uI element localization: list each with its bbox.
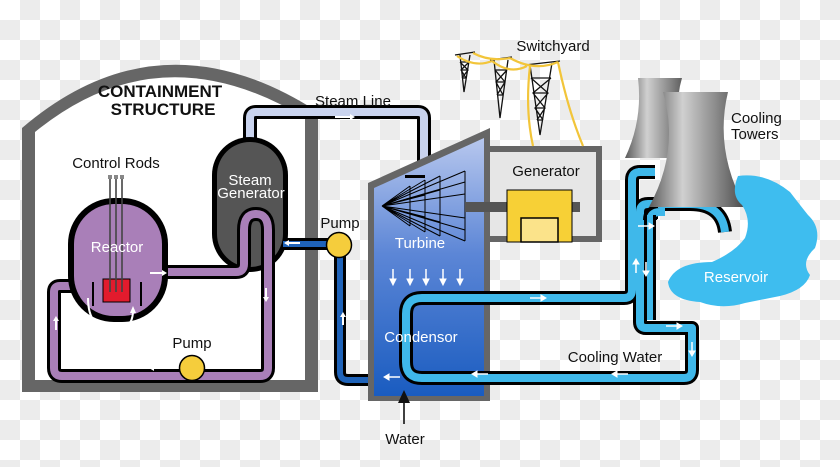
reservoir-label: Reservoir (704, 269, 768, 286)
switchyard-label: Switchyard (516, 38, 589, 55)
cooling-flow-arrows (383, 222, 696, 381)
cooling-towers-label-line1: Cooling (731, 110, 782, 127)
primary-pump-label: Pump (172, 335, 211, 352)
containment-label-line1: CONTAINMENT (98, 82, 223, 101)
feedwater-pipe (283, 238, 385, 386)
feedwater-pump-icon (325, 231, 353, 259)
condensor-label: Condensor (384, 329, 457, 346)
turbine-label: Turbine (395, 235, 445, 252)
steam-generator-label-line2: Generator (217, 185, 285, 202)
cooling-water-label: Cooling Water (568, 349, 662, 366)
flow-arrow-icon (350, 114, 355, 120)
water-inlet-arrow-icon (398, 390, 410, 424)
generator-housing (465, 146, 602, 243)
steam-line-label: Steam Line (315, 93, 391, 110)
power-lines (456, 52, 585, 147)
cooling-water-pipe (399, 165, 732, 385)
turbine-building (368, 128, 490, 401)
cooling-tower-front (649, 92, 745, 207)
water-label: Water (385, 431, 424, 448)
steam-generator-label-line1: Steam (228, 172, 271, 189)
containment-label-line2: STRUCTURE (111, 100, 216, 119)
condensation-arrows (389, 269, 464, 287)
primary-pump-icon (178, 354, 206, 382)
generator-label: Generator (512, 163, 580, 180)
primary-coolant-loop (47, 207, 275, 383)
cooling-towers-label-line2: Towers (731, 126, 779, 143)
reservoir-body (668, 175, 818, 307)
control-rods-label: Control Rods (72, 155, 160, 172)
reactor-label: Reactor (91, 239, 144, 256)
feedwater-pump-label: Pump (320, 215, 359, 232)
switchyard-towers-icon (454, 51, 561, 136)
control-rods (108, 175, 124, 292)
